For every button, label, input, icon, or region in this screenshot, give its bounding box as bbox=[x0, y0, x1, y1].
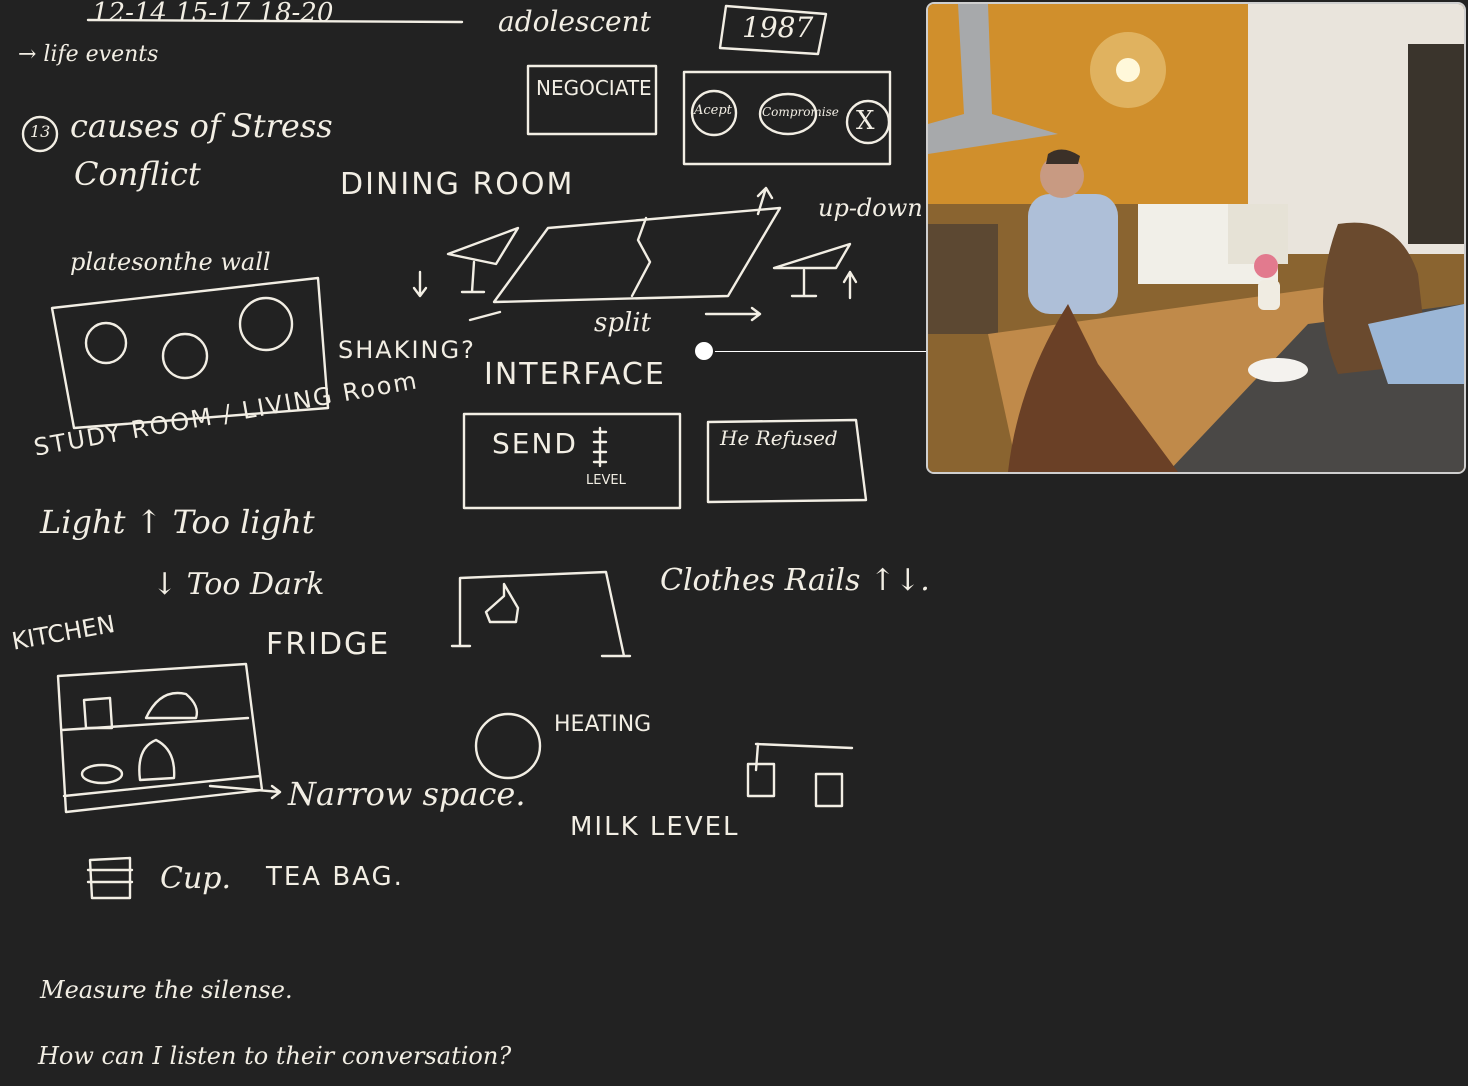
too-dark-label: ↓ Too Dark bbox=[152, 567, 325, 602]
refused-box bbox=[706, 418, 868, 504]
left-lamp bbox=[446, 226, 520, 294]
cup-label: Cup. bbox=[160, 861, 232, 896]
options-box bbox=[682, 70, 892, 166]
measure-silence-label: Measure the silense. bbox=[40, 976, 293, 1004]
milk-level-label: MILK LEVEL bbox=[570, 812, 740, 842]
clothes-rail bbox=[450, 570, 632, 658]
send-box bbox=[462, 412, 682, 510]
plate-2 bbox=[161, 332, 209, 380]
fridge-sack bbox=[138, 738, 176, 782]
arrow-down-left bbox=[412, 270, 428, 298]
milk-cup-2 bbox=[814, 772, 844, 808]
year-box bbox=[718, 4, 828, 56]
narrow-space-label: Narrow space. bbox=[288, 775, 526, 813]
heating-dial bbox=[474, 712, 542, 780]
clothes-label: Clothes Rails ↑↓. bbox=[660, 563, 930, 598]
arrow-split bbox=[468, 306, 762, 322]
kitchen-photo-illustration bbox=[928, 4, 1464, 472]
accept-label: Acept bbox=[694, 103, 732, 118]
accept-circle bbox=[690, 89, 738, 137]
reject-circle bbox=[845, 99, 891, 145]
fridge-bag bbox=[144, 691, 199, 720]
connector-handle[interactable] bbox=[693, 340, 715, 362]
plate-1 bbox=[84, 321, 128, 365]
negotiate-box bbox=[526, 64, 658, 136]
causes-number-circle bbox=[21, 115, 59, 153]
plate-3 bbox=[238, 296, 294, 352]
fridge-label: FRIDGE bbox=[266, 627, 391, 662]
split-label: split bbox=[594, 308, 652, 338]
causes-number: 13 bbox=[30, 122, 51, 141]
fridge-shelves bbox=[56, 662, 264, 814]
listen-question-label: How can I listen to their conversation? bbox=[38, 1042, 512, 1070]
hanging-cloth bbox=[484, 582, 520, 624]
level-label: LEVEL bbox=[586, 473, 626, 488]
arrow-up bbox=[756, 186, 774, 216]
interface-label: INTERFACE bbox=[484, 357, 666, 392]
compromise-label: Compromise bbox=[762, 105, 839, 119]
adolescent-label: adolescent bbox=[498, 5, 651, 38]
plates-label: platesonthe wall bbox=[70, 248, 271, 276]
up-down-label: up-down bbox=[818, 194, 923, 222]
heating-label: HEATING bbox=[554, 712, 652, 737]
arrow-up-right bbox=[842, 270, 858, 300]
life-events-label: → life events bbox=[18, 42, 159, 67]
conflict-label: Conflict bbox=[74, 155, 201, 193]
year-label: 1987 bbox=[742, 11, 814, 44]
kitchen-photo[interactable] bbox=[926, 2, 1466, 474]
light-label: Light ↑ Too light bbox=[40, 503, 315, 541]
send-label: SEND bbox=[492, 427, 578, 460]
dining-table bbox=[492, 206, 782, 304]
milk-jug bbox=[754, 742, 854, 772]
ages-label: 12-14 15-17 18-20 bbox=[92, 0, 334, 28]
right-lamp bbox=[772, 242, 852, 298]
ages-underline bbox=[86, 18, 464, 24]
fridge-jar bbox=[82, 696, 114, 730]
dining-room-label: DINING ROOM bbox=[340, 167, 575, 202]
connector-line bbox=[706, 351, 1002, 352]
milk-cup-1 bbox=[746, 762, 776, 798]
causes-label: causes of Stress bbox=[70, 107, 333, 145]
table-split-line bbox=[630, 216, 652, 298]
send-level-bar bbox=[592, 426, 608, 468]
fridge-leaf bbox=[80, 763, 124, 785]
shaking-label: SHAKING? bbox=[338, 336, 476, 364]
narrow-arrow bbox=[208, 784, 282, 800]
plates-frame bbox=[50, 276, 330, 430]
negotiate-label: NEGOCIATE bbox=[536, 76, 652, 100]
teabag-label: TEA BAG. bbox=[266, 862, 404, 892]
compromise-ellipse bbox=[758, 92, 818, 136]
he-refused-label: He Refused bbox=[720, 426, 838, 450]
cup-stack bbox=[86, 856, 134, 900]
reject-label: X bbox=[856, 106, 875, 136]
